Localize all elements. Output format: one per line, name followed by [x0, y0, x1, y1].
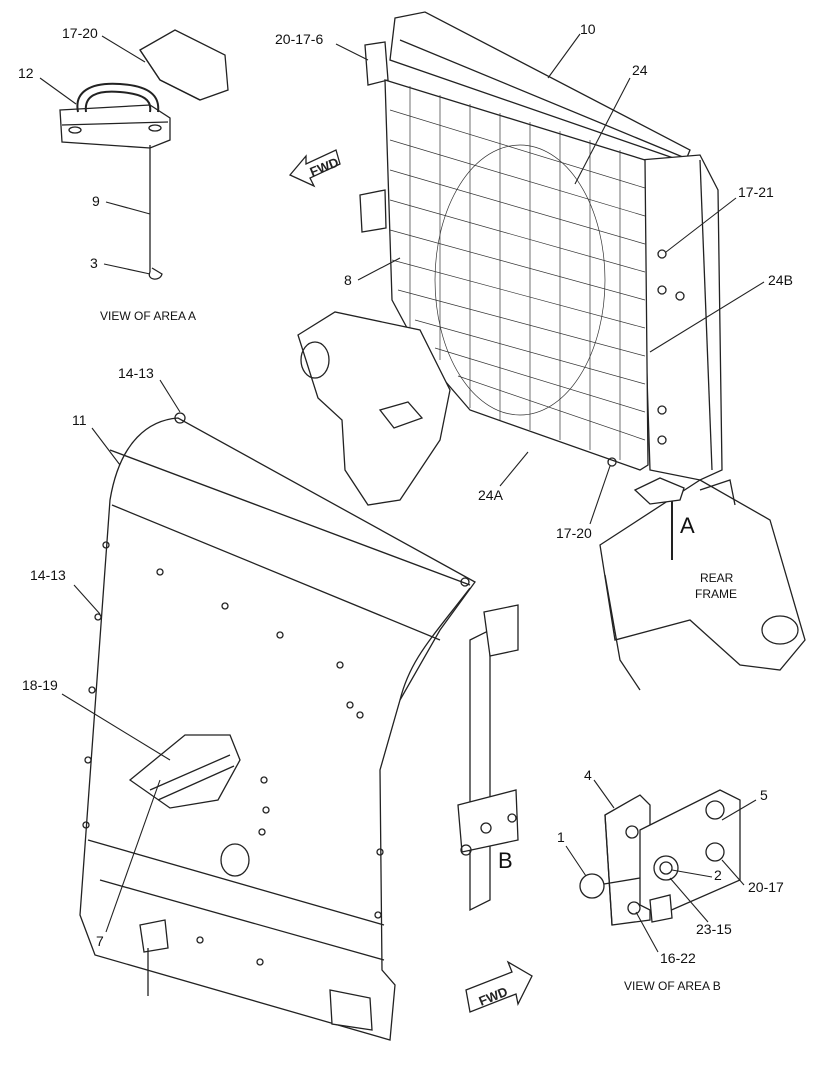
callout-20-17: 20-17: [748, 879, 784, 895]
rear-frame-label-line2: FRAME: [695, 587, 737, 601]
radiator-callouts: 20-17-6 10 24 8 17-21 24B 24A 17-20: [275, 21, 793, 541]
callout-3: 3: [90, 255, 98, 271]
callout-23-15: 23-15: [696, 921, 732, 937]
callout-24: 24: [632, 62, 648, 78]
radiator-assembly: [359, 11, 723, 481]
callout-12: 12: [18, 65, 34, 81]
callout-16-22: 16-22: [660, 950, 696, 966]
side-panel-door: [79, 412, 519, 1041]
rear-frame-label-line1: REAR: [700, 571, 734, 585]
callout-11: 11: [72, 412, 87, 428]
rear-frame-labels: A REAR FRAME: [680, 513, 737, 601]
view-area-b-detail: [579, 789, 741, 926]
view-of-area-a-label: VIEW OF AREA A: [100, 309, 196, 323]
view-of-area-b-label: VIEW OF AREA B: [624, 979, 721, 993]
callout-1: 1: [557, 829, 565, 845]
callout-24a: 24A: [478, 487, 504, 503]
callout-4: 4: [584, 767, 592, 783]
callout-17-20-bottom: 17-20: [556, 525, 592, 541]
area-a-marker: A: [680, 513, 695, 538]
callout-2: 2: [714, 867, 722, 883]
callout-14-13-left: 14-13: [30, 567, 66, 583]
view-area-a-detail: [59, 29, 229, 280]
callout-18-19: 18-19: [22, 677, 58, 693]
callout-7: 7: [96, 933, 104, 949]
fwd-arrow-bottom: FWD: [465, 960, 533, 1013]
callout-17-20-top: 17-20: [62, 25, 98, 41]
callout-9: 9: [92, 193, 100, 209]
side-panel-callouts: 14-13 11 14-13 18-19 7 B: [22, 365, 513, 949]
view-area-b-callouts: 4 5 1 2 20-17 23-15 16-22 VIEW OF AREA B: [557, 767, 784, 993]
view-area-a-callouts: 17-20 12 9 3 VIEW OF AREA A: [18, 25, 196, 323]
callout-17-21: 17-21: [738, 184, 774, 200]
callout-5: 5: [760, 787, 768, 803]
rear-frame: [297, 311, 806, 691]
callout-20-17-6: 20-17-6: [275, 31, 323, 47]
callout-8: 8: [344, 272, 352, 288]
callout-14-13-top: 14-13: [118, 365, 154, 381]
callout-24b: 24B: [768, 272, 793, 288]
area-b-marker: B: [498, 848, 513, 873]
fwd-arrow-top: FWD: [288, 149, 341, 188]
radiator-grid-mesh: [389, 86, 646, 460]
fwd-label-top: FWD: [308, 154, 341, 179]
callout-10: 10: [580, 21, 596, 37]
